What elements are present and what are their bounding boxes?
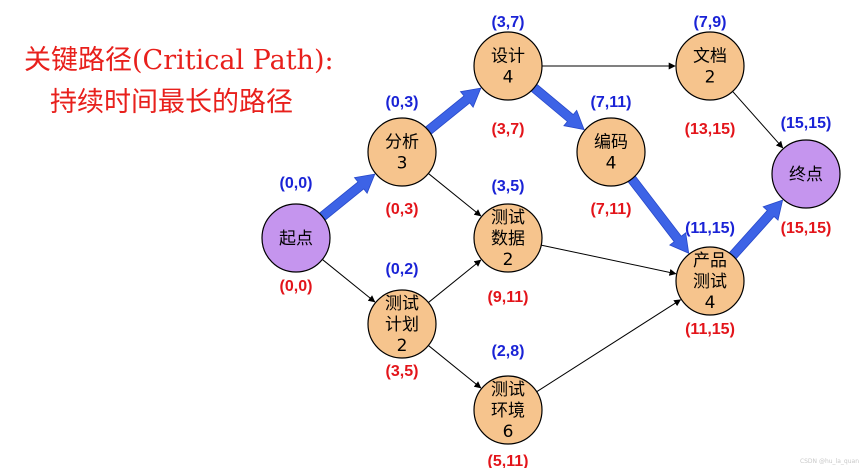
early-label-docs: (7,9) xyxy=(694,14,727,31)
node-text-design-1: 4 xyxy=(503,68,514,88)
node-circle-end xyxy=(771,139,841,209)
critical-edge-design-to-coding xyxy=(529,82,585,131)
node-text-analysis-1: 3 xyxy=(397,154,408,174)
node-text-test-data-0: 测试 xyxy=(491,208,525,228)
late-label-coding: (7,11) xyxy=(591,201,632,218)
node-analysis: 分析3 xyxy=(367,117,437,187)
early-label-design: (3,7) xyxy=(492,14,525,31)
critical-edge-analysis-to-design xyxy=(423,87,482,136)
early-label-end: (15,15) xyxy=(781,115,832,132)
node-circle-analysis xyxy=(367,117,437,187)
early-label-analysis: (0,3) xyxy=(386,94,419,111)
node-text-product-test-1: 测试 xyxy=(693,272,727,292)
node-circle-test-env xyxy=(473,375,543,445)
title-line-1: 关键路径(Critical Path): xyxy=(24,45,334,76)
node-docs: 文档2 xyxy=(675,31,745,101)
critical-edge-product-test-to-end xyxy=(727,199,784,261)
node-text-docs-0: 文档 xyxy=(693,47,727,67)
time-labels-layer: (0,0) (0,0) (0,3) (0,3) (0,2) (3,5) (3,7) (3,7)… xyxy=(280,14,832,468)
node-end: 终点 xyxy=(771,139,841,209)
node-circle-test-plan xyxy=(367,289,437,359)
edge-start-to-test-plan xyxy=(320,257,376,303)
critical-edge-start-to-analysis xyxy=(317,173,376,222)
node-circle-start xyxy=(261,203,331,273)
early-label-test-env: (2,8) xyxy=(492,343,525,360)
edge-test-env-to-product-test xyxy=(534,299,682,394)
early-label-test-data: (3,5) xyxy=(492,178,525,195)
edge-analysis-to-test-data xyxy=(426,171,482,217)
edge-test-data-to-product-test xyxy=(539,244,677,276)
late-label-design: (3,7) xyxy=(492,121,525,138)
node-text-product-test-2: 4 xyxy=(705,293,716,313)
early-label-coding: (7,11) xyxy=(591,94,632,111)
node-text-test-env-2: 6 xyxy=(503,422,514,442)
node-text-start-0: 起点 xyxy=(279,229,313,249)
critical-edge-coding-to-product-test xyxy=(626,174,690,254)
node-text-test-plan-2: 2 xyxy=(397,336,408,356)
node-coding: 编码4 xyxy=(576,117,646,187)
late-label-product-test: (11,15) xyxy=(685,321,735,338)
node-design: 设计4 xyxy=(473,31,543,101)
node-start: 起点 xyxy=(261,203,331,273)
node-circle-design xyxy=(473,31,543,101)
early-label-product-test: (11,15) xyxy=(685,220,735,237)
node-text-test-data-2: 2 xyxy=(503,250,514,270)
late-label-test-data: (9,11) xyxy=(488,289,529,306)
node-text-coding-0: 编码 xyxy=(594,133,628,153)
late-label-analysis: (0,3) xyxy=(386,201,419,218)
node-text-test-data-1: 数据 xyxy=(491,229,525,249)
edge-docs-to-end xyxy=(730,89,784,149)
late-label-test-env: (5,11) xyxy=(488,453,529,468)
title-line-2: 持续时间最长的路径 xyxy=(50,87,293,118)
node-text-design-0: 设计 xyxy=(491,47,525,67)
node-text-test-env-0: 测试 xyxy=(491,380,525,400)
edge-test-plan-to-test-env xyxy=(426,343,482,389)
node-text-docs-1: 2 xyxy=(705,68,716,88)
edge-test-plan-to-test-data xyxy=(426,259,482,305)
node-circle-docs xyxy=(675,31,745,101)
node-text-end-0: 终点 xyxy=(789,165,823,185)
late-label-end: (15,15) xyxy=(781,220,832,237)
watermark: CSDN @hu_la_quan xyxy=(799,458,859,465)
node-circle-coding xyxy=(576,117,646,187)
node-text-test-env-1: 环境 xyxy=(491,401,525,421)
node-text-test-plan-0: 测试 xyxy=(385,294,419,314)
edges-layer xyxy=(317,62,784,394)
late-label-docs: (13,15) xyxy=(685,121,736,138)
node-text-analysis-0: 分析 xyxy=(385,133,419,153)
node-circle-product-test xyxy=(675,246,745,316)
late-label-test-plan: (3,5) xyxy=(386,363,419,380)
node-circle-test-data xyxy=(473,203,543,273)
node-text-product-test-0: 产品 xyxy=(693,251,727,271)
node-text-coding-1: 4 xyxy=(606,154,617,174)
early-label-start: (0,0) xyxy=(280,175,313,192)
early-label-test-plan: (0,2) xyxy=(386,261,419,278)
late-label-start: (0,0) xyxy=(280,278,313,295)
node-text-test-plan-1: 计划 xyxy=(385,315,419,335)
